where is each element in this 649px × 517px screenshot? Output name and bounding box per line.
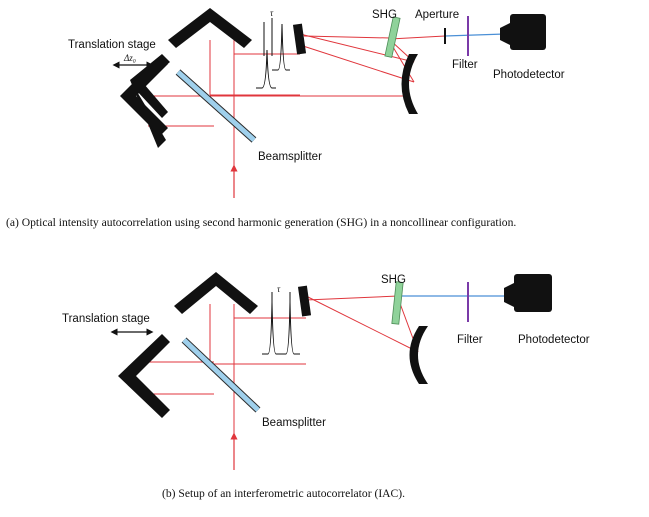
panel-b-caption: (b) Setup of an interferometric autocorr… bbox=[162, 487, 405, 500]
panel-a-beamsplitter-label: Beamsplitter bbox=[258, 151, 322, 163]
panel-b-flat-mirror bbox=[297, 285, 312, 317]
panel-a: τ SHG Aperture Filter Photodetector Tran… bbox=[6, 8, 565, 229]
panel-a-left-roof-mirror-body bbox=[120, 56, 168, 136]
panel-a-photodetector-label: Photodetector bbox=[493, 69, 565, 81]
panel-b-left-roof-mirror bbox=[118, 334, 170, 418]
panel-b-filter-label: Filter bbox=[457, 334, 483, 346]
panel-a-caption: (a) Optical intensity autocorrelation us… bbox=[6, 216, 516, 229]
panel-a-translation-stage-label: Translation stage bbox=[68, 39, 156, 51]
panel-a-flat-mirror bbox=[292, 23, 307, 55]
panel-a-beamsplitter-fill bbox=[176, 70, 256, 142]
panel-b-photodetector-icon bbox=[504, 274, 552, 312]
panel-a-shg-label: SHG bbox=[372, 9, 397, 21]
panel-b-beam-paths bbox=[148, 295, 419, 468]
panel-a-tau-label: τ bbox=[270, 8, 274, 18]
panel-a-curved-mirror bbox=[401, 54, 418, 114]
panel-a-filter-label: Filter bbox=[452, 59, 478, 71]
panel-b-shg-crystal bbox=[391, 281, 404, 325]
panel-a-delta-z-label: Δz₀ bbox=[123, 53, 136, 63]
panel-b-curved-mirror bbox=[409, 326, 428, 384]
panel-b-beamsplitter-fill bbox=[182, 338, 260, 412]
panel-a-aperture-label: Aperture bbox=[415, 9, 459, 21]
panel-a-beam-paths bbox=[148, 33, 446, 196]
panel-a-pulses bbox=[256, 18, 290, 89]
panel-b-top-roof-mirror bbox=[174, 272, 258, 314]
panel-a-shg-crystal bbox=[384, 16, 401, 58]
panel-b-tau-label: τ bbox=[277, 284, 281, 294]
panel-b-translation-stage-label: Translation stage bbox=[62, 313, 150, 325]
panel-b-photodetector-label: Photodetector bbox=[518, 334, 590, 346]
panel-b-shg-label: SHG bbox=[381, 274, 406, 286]
panel-b-pulses bbox=[262, 292, 300, 355]
panel-a-blue-beam bbox=[444, 33, 506, 37]
panel-b-beamsplitter-label: Beamsplitter bbox=[262, 417, 326, 429]
panel-b: τ SHG Filter Photodetector Translation s… bbox=[62, 272, 590, 500]
panel-a-top-roof-mirror bbox=[168, 8, 252, 48]
panel-a-photodetector-icon bbox=[500, 14, 546, 50]
